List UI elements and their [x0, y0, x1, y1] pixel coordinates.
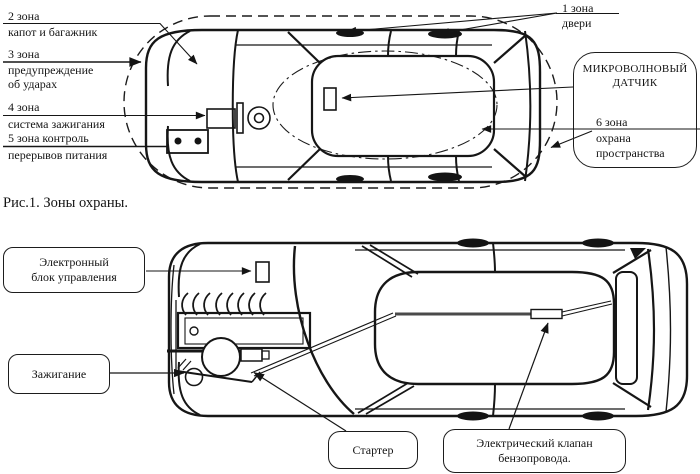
- car2-body-outline: [167, 241, 689, 418]
- zone4-label-title: 4 зона: [8, 100, 40, 114]
- zone2-label-title: 2 зона: [8, 9, 40, 23]
- zone2-label-desc: капот и багажник: [8, 25, 98, 39]
- ignition-system-marker: [206, 102, 271, 134]
- power-relay-marker: [166, 129, 209, 154]
- zone3-label-title: 3 зона: [8, 47, 40, 61]
- fuel-line: [250, 300, 613, 377]
- fig2-leader-lines: [110, 267, 549, 432]
- microwave-sensor-marker: [323, 87, 337, 111]
- interior-dashdot-zone: [272, 50, 498, 160]
- ecu-callout-box: Электронный блок управления: [3, 247, 145, 293]
- zone5-label-title: 5 зона контроль: [8, 131, 89, 145]
- zone3-label-desc1: предупреждение: [8, 63, 94, 77]
- ignition-callout-box: Зажигание: [8, 354, 110, 394]
- zone6-label-title: 6 зона: [596, 115, 628, 129]
- zone6-dashed-perimeter: [123, 15, 558, 189]
- engine-assembly: [167, 292, 312, 387]
- starter-motor: [240, 348, 263, 362]
- zone3-label-desc2: об ударах: [8, 77, 58, 91]
- fuel-valve-marker: [530, 308, 563, 320]
- ecu-marker: [255, 261, 270, 283]
- figure1-caption: Рис.1. Зоны охраны.: [3, 195, 128, 211]
- fuel-valve-callout-line2: бензопровода.: [498, 451, 571, 465]
- microwave-sensor-line2: ДАТЧИК: [612, 77, 658, 89]
- zone6-label-desc1: охрана: [596, 131, 631, 145]
- microwave-sensor-box: [573, 52, 697, 168]
- ignition-unit: [184, 367, 204, 387]
- microwave-sensor-line1: МИКРОВОЛНОВЫЙ: [582, 63, 688, 75]
- fuel-valve-callout-box: Электрический клапан бензопровода.: [443, 429, 626, 473]
- zone1-label-title: 1 зона: [562, 1, 594, 15]
- rear-seat: [615, 271, 638, 385]
- valve-cover: [176, 311, 312, 350]
- ecu-callout-line2: блок управления: [31, 270, 117, 284]
- zone5-label-desc: перерывов питания: [8, 148, 108, 162]
- car-body-outline: [144, 28, 542, 184]
- distributor: [201, 337, 241, 377]
- fuel-valve-callout-line1: Электрический клапан: [476, 436, 593, 450]
- car-cabin-outline: [310, 54, 496, 158]
- zone4-label-desc: система зажигания: [8, 117, 105, 131]
- starter-callout-line1: Стартер: [352, 442, 394, 457]
- ecu-callout-line1: Электронный: [39, 255, 109, 269]
- car2-roof-outline: [373, 270, 616, 386]
- wheel-markers: [457, 238, 614, 421]
- starter-callout-box: Стартер: [328, 431, 418, 469]
- fig1-car-drawing: [3, 12, 700, 189]
- door-markers: [336, 29, 462, 183]
- fig1-leader-lines: [3, 12, 700, 149]
- zone1-label-desc: двери: [562, 16, 592, 30]
- ignition-callout-line1: Зажигание: [31, 366, 87, 381]
- fig2-car-drawing: [110, 238, 689, 432]
- zone6-label-desc2: пространства: [596, 146, 665, 160]
